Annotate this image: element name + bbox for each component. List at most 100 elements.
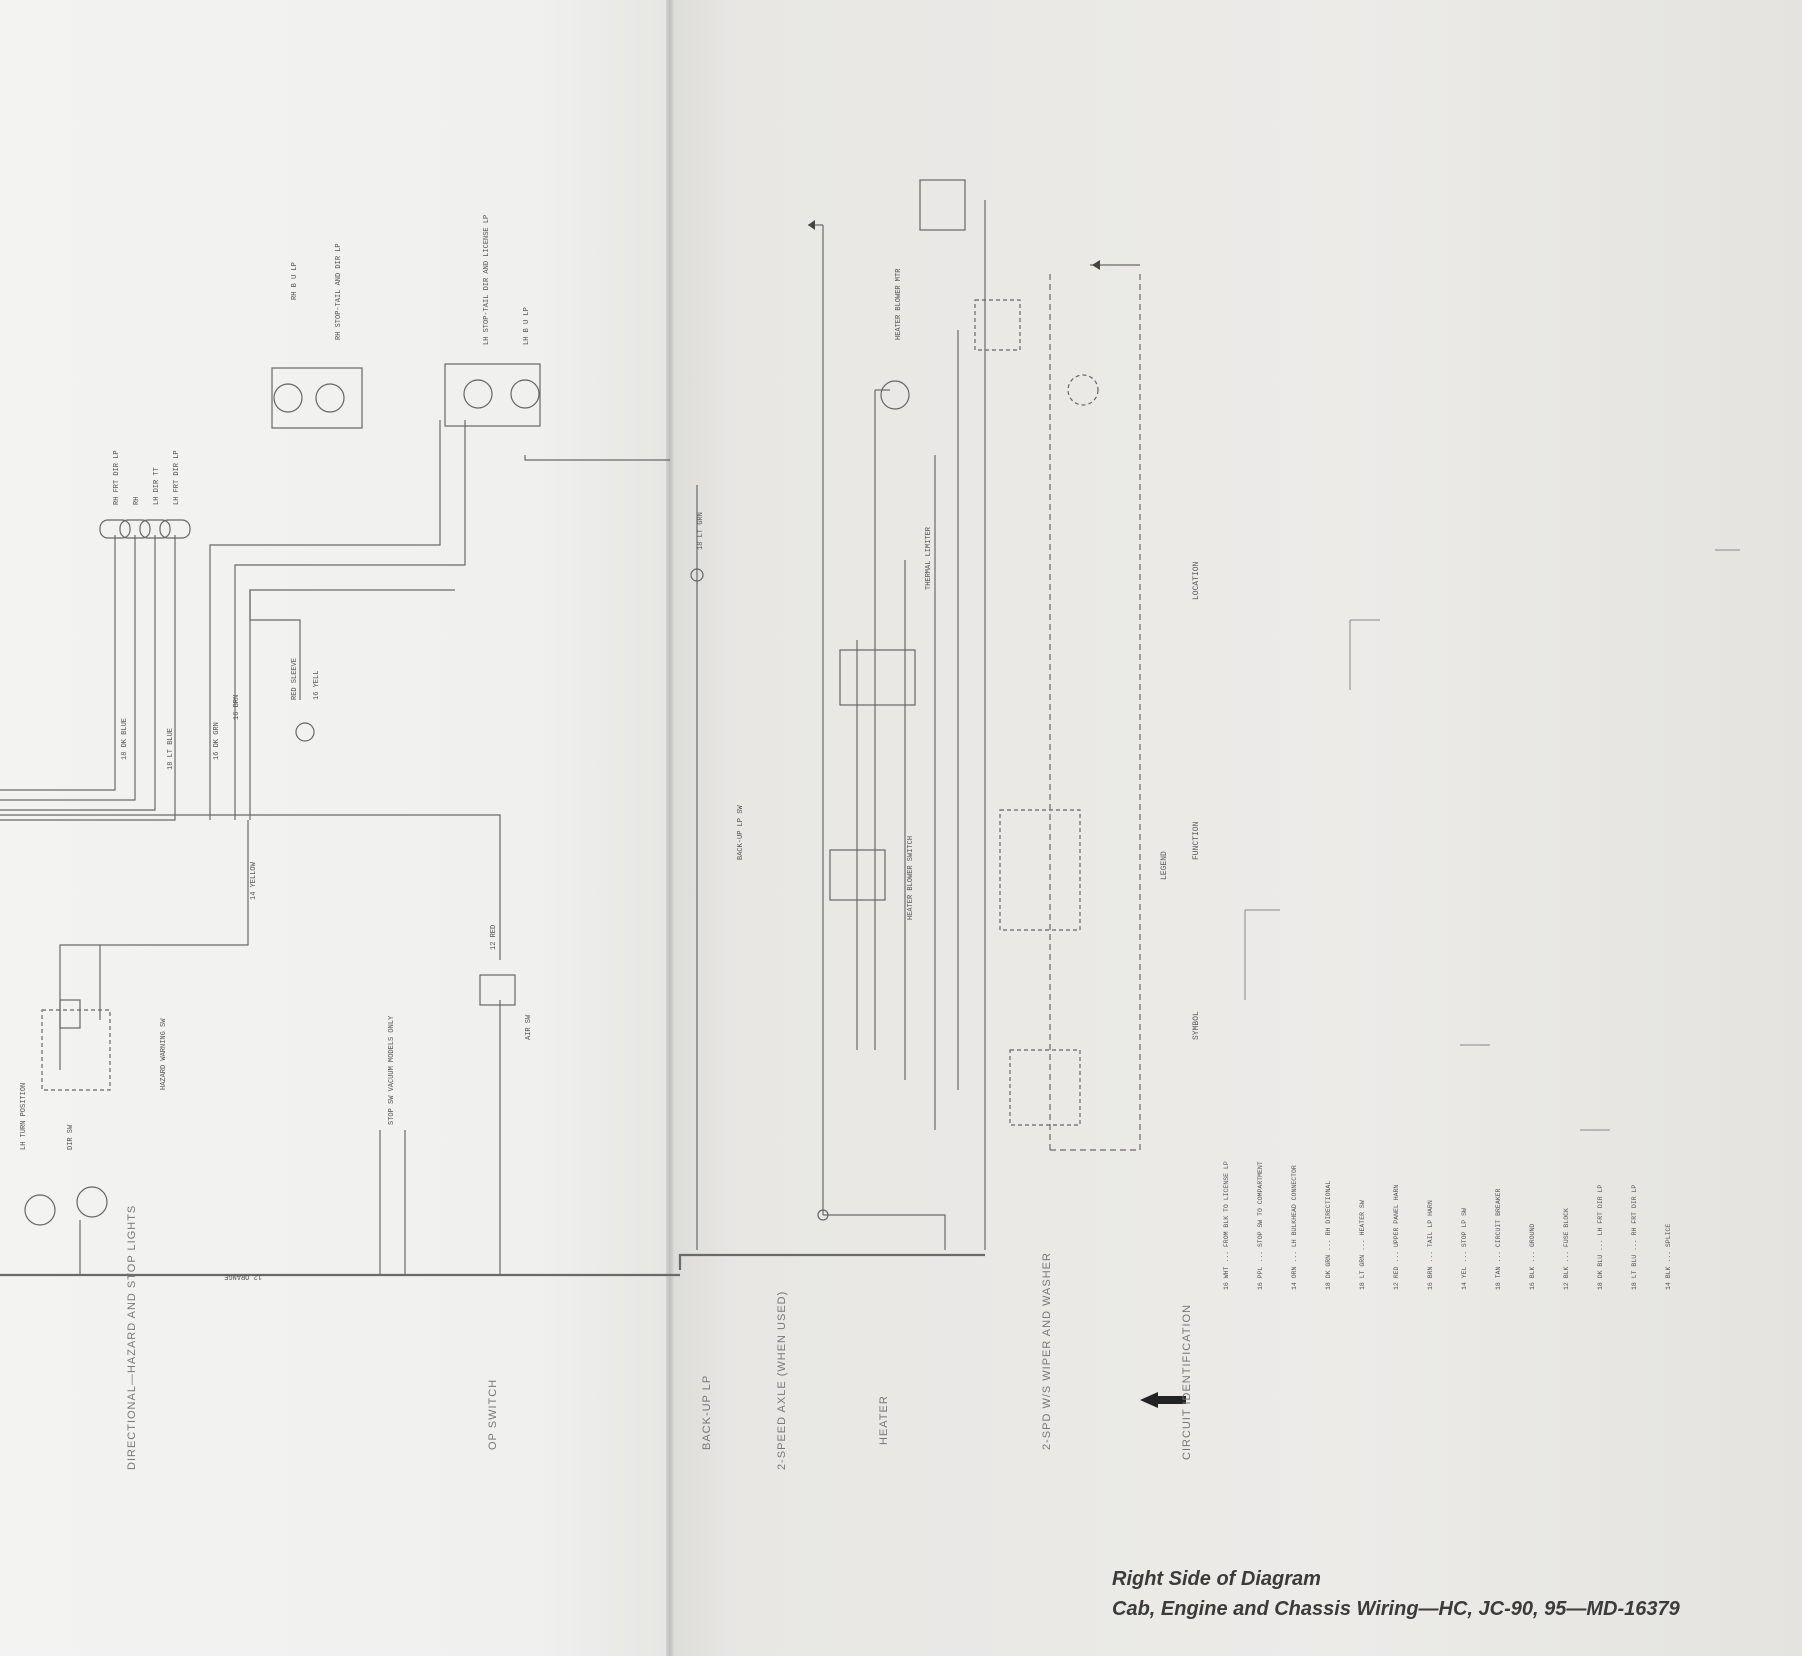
- label-rh-frt-dir: RH FRT DIR LP: [113, 450, 121, 505]
- label-backup-sw: BACK-UP LP SW: [737, 805, 745, 860]
- caption-subtitle: Cab, Engine and Chassis Wiring—HC, JC-90…: [1112, 1598, 1680, 1620]
- caption-heading: Right Side of Diagram: [1112, 1568, 1321, 1590]
- wiper-control-box: [999, 809, 1081, 931]
- wire-lt-blue: [59, 820, 249, 1070]
- label-red: 12 RED: [490, 925, 498, 950]
- wire-rh-frt-dir: [0, 535, 116, 791]
- legend-row: 18 DK BLU ... LH FRT DIR LP: [1597, 1185, 1604, 1290]
- flasher-icon: [24, 1194, 56, 1226]
- red-sleeve-splice-icon: [295, 722, 315, 742]
- circuit-two-speed-axle: 2-SPEED AXLE (WHEN USED): [776, 1291, 788, 1470]
- circuit-directional: DIRECTIONAL—HAZARD AND STOP LIGHTS: [126, 1205, 138, 1470]
- circuit-heater: HEATER: [878, 1395, 890, 1445]
- label-red-sleeve: RED SLEEVE: [291, 658, 299, 700]
- connector-lh-dir: [139, 519, 171, 539]
- rh-stop-lamp-icon: [315, 383, 345, 413]
- legend-row: 18 LT BLU ... RH FRT DIR LP: [1631, 1185, 1638, 1290]
- label-lh-frt-dir: LH FRT DIR LP: [173, 450, 181, 505]
- legend-row: 18 LT GRN ... HEATER SW: [1359, 1200, 1366, 1290]
- dir-flasher-icon: [76, 1186, 108, 1218]
- lh-lamp-housing: [444, 363, 541, 427]
- wire-lamp-feed: [524, 455, 670, 461]
- blower-relay-box: [1009, 1049, 1081, 1126]
- legend-row: 14 ORN ... LH BULKHEAD CONNECTOR: [1291, 1165, 1298, 1290]
- page-fold: [666, 0, 674, 1656]
- label-air-sw: AIR SW: [525, 1014, 533, 1040]
- blower-switch-box: [829, 849, 886, 901]
- wire-red-sleeve: [249, 590, 301, 700]
- label-orange: 12 ORANGE: [224, 1272, 262, 1280]
- ground-splice-icon: [817, 1209, 829, 1221]
- wire-red: [0, 814, 501, 960]
- circuit-identification: CIRCUIT IDENTIFICATION: [1181, 1304, 1193, 1460]
- legend-row: 12 BLK ... FUSE BLOCK: [1563, 1208, 1570, 1290]
- circuit-op-switch: OP SWITCH: [487, 1379, 499, 1450]
- direction-arrow-icon: [1140, 1392, 1186, 1408]
- label-lt-grn: 18 LT GRN: [697, 512, 705, 550]
- arrow-head-icon-2: [808, 220, 815, 230]
- legend-row: 16 BLK ... GROUND: [1529, 1224, 1536, 1290]
- legend-col-symbol: SYMBOL: [1192, 1011, 1201, 1040]
- label-dir-sw: DIR SW: [67, 1124, 75, 1150]
- left-sheet: [0, 0, 670, 1656]
- legend-row: 16 BRN ... TAIL LP HARN: [1427, 1200, 1434, 1290]
- legend-row: 14 YEL ... STOP LP SW: [1461, 1208, 1468, 1290]
- rh-lamp-housing: [271, 367, 363, 429]
- right-sheet: [670, 0, 1802, 1656]
- wire-rh: [0, 535, 136, 801]
- wire-lh-dir: [0, 535, 156, 811]
- label-lt-blue: 18 LT BLUE: [167, 728, 175, 770]
- wire-lh-frt-dir: [0, 535, 176, 821]
- fuse-icon: [59, 999, 81, 1029]
- legend-row: 12 RED ... UPPER PANEL HARN: [1393, 1185, 1400, 1290]
- legend-title: LEGEND: [1160, 851, 1169, 880]
- lh-stop-lamp-icon: [463, 379, 493, 409]
- legend-row: 16 WHT ... FROM BLK TO LICENSE LP: [1223, 1161, 1230, 1290]
- label-hazard: HAZARD WARNING SW: [160, 1018, 168, 1090]
- label-yellow: 14 YELLOW: [250, 861, 258, 900]
- wire-stop-1: [249, 589, 455, 820]
- arrow-head-icon: [1092, 260, 1100, 270]
- wire-yellow-1: [209, 420, 441, 820]
- label-yell: 16 YELL: [313, 671, 321, 700]
- label-brn: 16 BRN: [233, 695, 241, 720]
- rh-backup-lamp-icon: [273, 383, 303, 413]
- label-stop-sw: STOP SW VACUUM MODELS ONLY: [388, 1015, 396, 1125]
- label-blower-sw: HEATER BLOWER SWITCH: [907, 836, 915, 920]
- lh-backup-lamp-icon: [510, 379, 540, 409]
- circuit-wiper: 2-SPD W/S WIPER AND WASHER: [1041, 1252, 1053, 1450]
- label-rh-backup: RH B U LP: [291, 262, 299, 300]
- wire-axle-return: [823, 1214, 946, 1250]
- legend-row: 18 DK GRN ... RH DIRECTIONAL: [1325, 1181, 1332, 1290]
- circuit-backup: BACK-UP LP: [701, 1375, 713, 1450]
- label-dk-grn: 16 DK GRN: [213, 722, 221, 760]
- connector-rh: [119, 519, 151, 539]
- legend-row: 16 PPL ... STOP SW TO COMPARTMENT: [1257, 1161, 1264, 1290]
- connector-rh-frt: [99, 519, 131, 539]
- legend-col-function: FUNCTION: [1192, 821, 1201, 860]
- legend-row: 18 TAN ... CIRCUIT BREAKER: [1495, 1188, 1502, 1290]
- wiper-switch-box: [974, 299, 1021, 351]
- legend-row: 14 BLK ... SPLICE: [1665, 1224, 1672, 1290]
- washer-pump-icon: [1067, 374, 1099, 406]
- label-rh-ind: RH: [133, 497, 141, 505]
- air-switch-icon: [479, 974, 516, 1006]
- label-lh-stop-tail: LH STOP-TAIL DIR AND LICENSE LP: [483, 215, 491, 345]
- wire-main-trunk: [678, 1253, 985, 1270]
- heater-blower-motor-icon: [880, 380, 910, 410]
- label-rh-stop-tail: RH STOP-TAIL AND DIR LP: [335, 243, 343, 340]
- wire-yellow-2: [234, 420, 466, 820]
- wiper-motor-box: [919, 179, 966, 231]
- connector-lh-frt: [159, 519, 191, 539]
- legend-col-location: LOCATION: [1192, 561, 1201, 600]
- label-flasher: LH TURN POSITION: [20, 1083, 28, 1150]
- diagram-caption: Right Side of Diagram Cab, Engine and Ch…: [1112, 1564, 1680, 1624]
- heater-switch-box: [839, 649, 916, 706]
- label-lh-backup: LH B U LP: [523, 307, 531, 345]
- hazard-switch-box: [41, 1009, 111, 1091]
- label-lh-dir: LH DIR TT: [153, 467, 161, 505]
- splice-icon: [690, 568, 704, 582]
- label-dk-blue: 18 DK BLUE: [121, 718, 129, 760]
